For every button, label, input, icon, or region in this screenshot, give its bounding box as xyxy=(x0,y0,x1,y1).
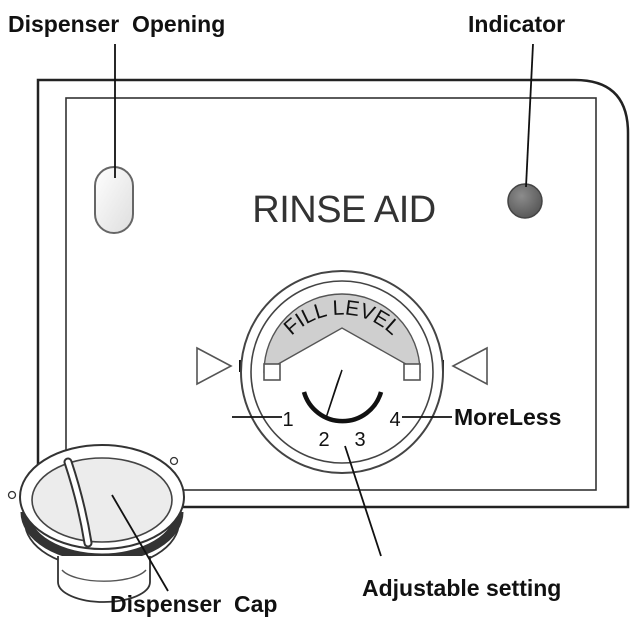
dial-fill-sector xyxy=(263,293,421,374)
dial-number-2: 2 xyxy=(318,429,329,451)
adjustable-setting-leader xyxy=(344,445,382,557)
dial-adjust-arc xyxy=(301,391,384,424)
dial-marker-left xyxy=(263,363,281,381)
dispenser-panel-inner xyxy=(65,97,597,491)
dial-marker-right xyxy=(403,363,421,381)
left-arrow-icon xyxy=(196,346,233,386)
panel-title: RINSE AID xyxy=(252,189,435,231)
indicator-leader xyxy=(525,43,534,188)
dispenser-opening xyxy=(94,166,134,234)
dispenser-opening-label: Dispenser Opening xyxy=(8,11,225,37)
dial-number-3: 3 xyxy=(354,429,365,451)
indicator-light xyxy=(507,183,543,219)
right-arrow-icon xyxy=(451,346,488,386)
dial-number-4: 4 xyxy=(389,409,400,431)
indicator-label: Indicator xyxy=(468,11,565,37)
dispenser-cap xyxy=(7,444,185,603)
fill-level-dial: FILL LEVEL 1 2 3 4 xyxy=(240,270,444,474)
more-less-label: MoreLess xyxy=(454,404,561,430)
dispenser-cap-leader xyxy=(111,494,169,592)
dispenser-cap-label: Dispenser Cap xyxy=(110,591,277,617)
dial-needle xyxy=(325,369,343,419)
adjustable-setting-label: Adjustable setting xyxy=(362,575,561,601)
dial-number-1: 1 xyxy=(282,409,293,431)
